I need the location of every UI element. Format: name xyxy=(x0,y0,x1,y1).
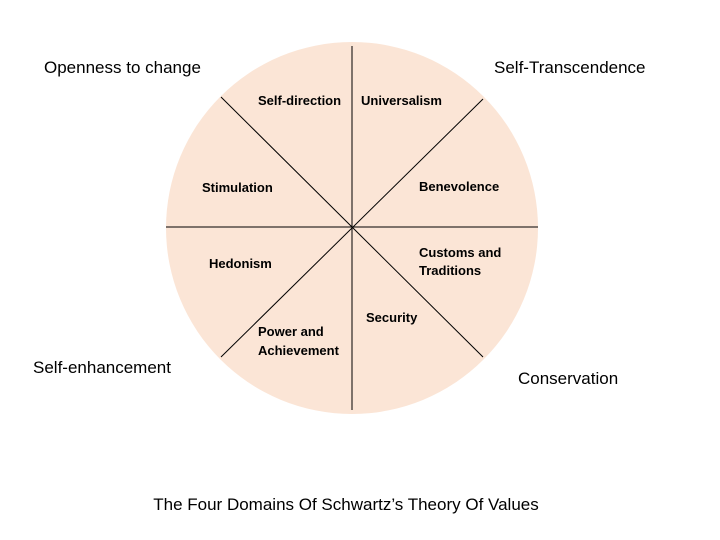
diagonal-divider-nw-se xyxy=(220,96,484,358)
value-universalism: Universalism xyxy=(361,93,442,108)
value-power-line-1: Power and xyxy=(258,324,324,339)
value-benevolence: Benevolence xyxy=(419,179,499,194)
value-customs-line-1: Customs and xyxy=(419,245,501,260)
value-power-line-2: Achievement xyxy=(258,343,340,358)
value-hedonism: Hedonism xyxy=(209,256,272,271)
quadrant-self-enhancement: Self-enhancement xyxy=(33,358,171,377)
diagram-caption: The Four Domains Of Schwartz’s Theory Of… xyxy=(153,495,538,514)
value-stimulation: Stimulation xyxy=(202,180,273,195)
quadrant-openness-to-change: Openness to change xyxy=(44,58,201,77)
value-security: Security xyxy=(366,310,418,325)
value-self-direction: Self-direction xyxy=(258,93,341,108)
quadrant-conservation: Conservation xyxy=(518,369,618,388)
value-customs-line-2: Traditions xyxy=(419,263,481,278)
diagonal-divider-ne-sw xyxy=(220,98,484,358)
divider-lines xyxy=(166,46,538,410)
quadrant-self-transcendence: Self-Transcendence xyxy=(494,58,646,77)
